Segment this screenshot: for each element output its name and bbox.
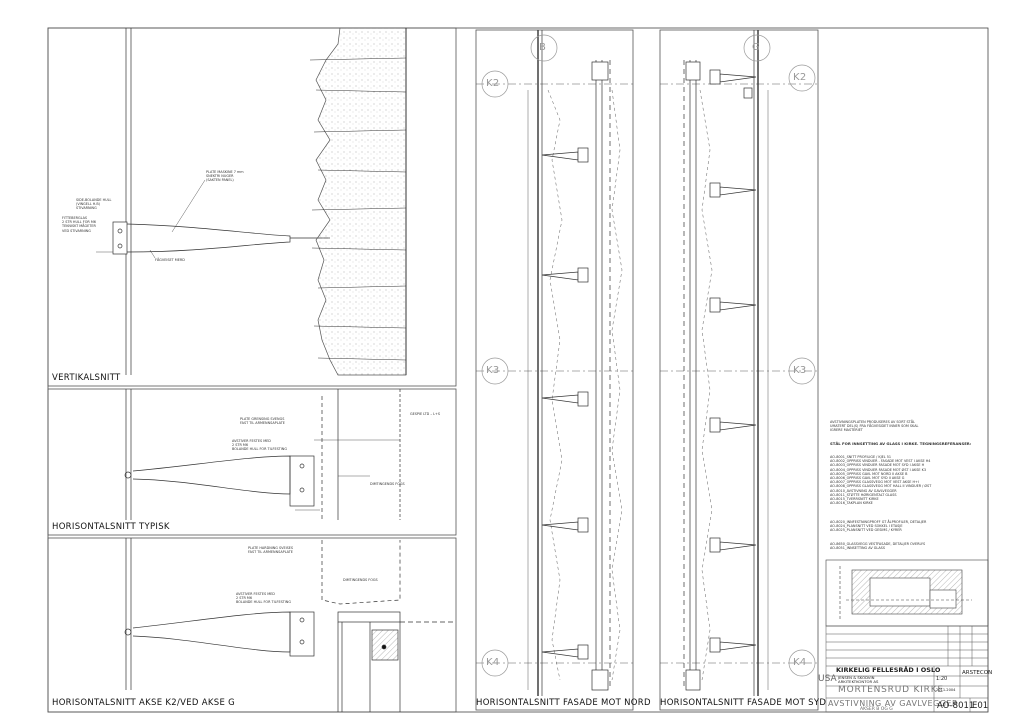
panel-title-vertical: VERTIKALSNITT	[52, 373, 121, 383]
note-v-bolt: SIDE-BOLANDE HULL (VINGELL H.B) STIVARNI…	[76, 198, 112, 211]
note-k-plate: PLATE HARDNING SVEISES FAST TIL ARMENNSA…	[248, 546, 294, 555]
grid-axis-b: B	[539, 42, 547, 53]
panel-title-horizontal-k2: HORISONTALSNITT AKSE K2/VED AKSE G	[52, 698, 235, 708]
tb-client: KIRKELIG FELLESRÅD I OSLO	[836, 666, 941, 674]
note-k-frame: DIMTINGENDS FOGS	[343, 578, 378, 582]
note-v-weld: FÅGVEISET MERD	[155, 258, 185, 262]
grid-axis-k4-north: K4	[486, 657, 500, 668]
vertical-section-drawing	[96, 27, 407, 376]
note-t-frame: DIMTINGENDS FOGS	[370, 482, 405, 486]
tb-scale: 1:20	[936, 676, 948, 682]
tb-stamp: USA	[818, 674, 837, 684]
grid-axis-k2-south: K2	[793, 72, 807, 83]
tb-project: MORTENSRUD KIRKE	[838, 685, 944, 695]
general-notes: AVSTIVNINGSPLATEN PRODUSERES AV SORT STÅ…	[830, 420, 919, 433]
references-list-2: AO-8020_INNFESTNINGPROFF GT ÅLPROFILER, …	[830, 520, 927, 533]
tb-revision: E01	[972, 701, 989, 711]
note-v-bracket: FITTEBERGLAS 2 STR HULL FOR M6 TEKNISKT …	[62, 216, 96, 233]
panel-title-horizontal-typical: HORISONTALSNITT TYPISK	[52, 522, 170, 532]
keyplan	[825, 559, 989, 627]
references-list: AO-8001_SNITT PROFILIGE / KJEL 51 AO-800…	[830, 455, 932, 506]
tb-architect: JENSEN & SKODVIN ARKITEKTKONTOR AS	[838, 675, 879, 685]
panel-title-facade-south: HORISONTALSNITT FASADE MOT SYD	[660, 698, 827, 708]
grid-axis-g: G	[752, 42, 761, 53]
facade-south-drawing	[659, 29, 819, 711]
titleblock-grid	[825, 625, 989, 713]
tb-date: 2011.2004	[936, 688, 956, 692]
note-v-plate: PLATE MASKINE 7 mm SNEKTRI NUGER (SAKTEN…	[206, 170, 244, 183]
note-k-bolt: AVSTIVER FESTES MED 2 STR M6 BOLANDE HUL…	[236, 592, 291, 605]
grid-axis-k2-north: K2	[486, 78, 500, 89]
note-t-glass: GESPIE LTD – L+S	[410, 412, 441, 416]
tb-firm: ARSTECON	[962, 670, 993, 676]
grid-axis-k3-north: K3	[486, 365, 500, 376]
note-t-plate: PLATE GRENSING SVENGS FAST TIL ARMENNSAP…	[240, 417, 285, 426]
grid-axis-k4-south: K4	[793, 657, 807, 668]
note-t-bolt: AVSTIVER FESTES MED 2 STR M6 BOLANDE HUL…	[232, 439, 287, 452]
facade-north-drawing	[475, 29, 634, 711]
horizontal-k2-drawing	[124, 538, 456, 712]
references-list-3: AO-8650_GLASSVEGG VESTFASADE, DETALJER O…	[830, 542, 926, 551]
tb-drawing-number: AO-8011	[937, 701, 975, 711]
grid-axis-k3-south: K3	[793, 365, 807, 376]
horizontal-typical-drawing	[124, 389, 401, 520]
tb-drawing-title: AVSTIVNING AV GAVLVEGGER	[828, 699, 959, 708]
references-title: STÅL FOR INNSETTING AV GLASS I KIRKE. TE…	[830, 441, 972, 446]
left-panels-frames	[47, 27, 457, 713]
panel-title-facade-north: HORISONTALSNITT FASADE MOT NORD	[476, 698, 651, 708]
tb-subtitle: AKSER B OG G	[860, 707, 893, 712]
